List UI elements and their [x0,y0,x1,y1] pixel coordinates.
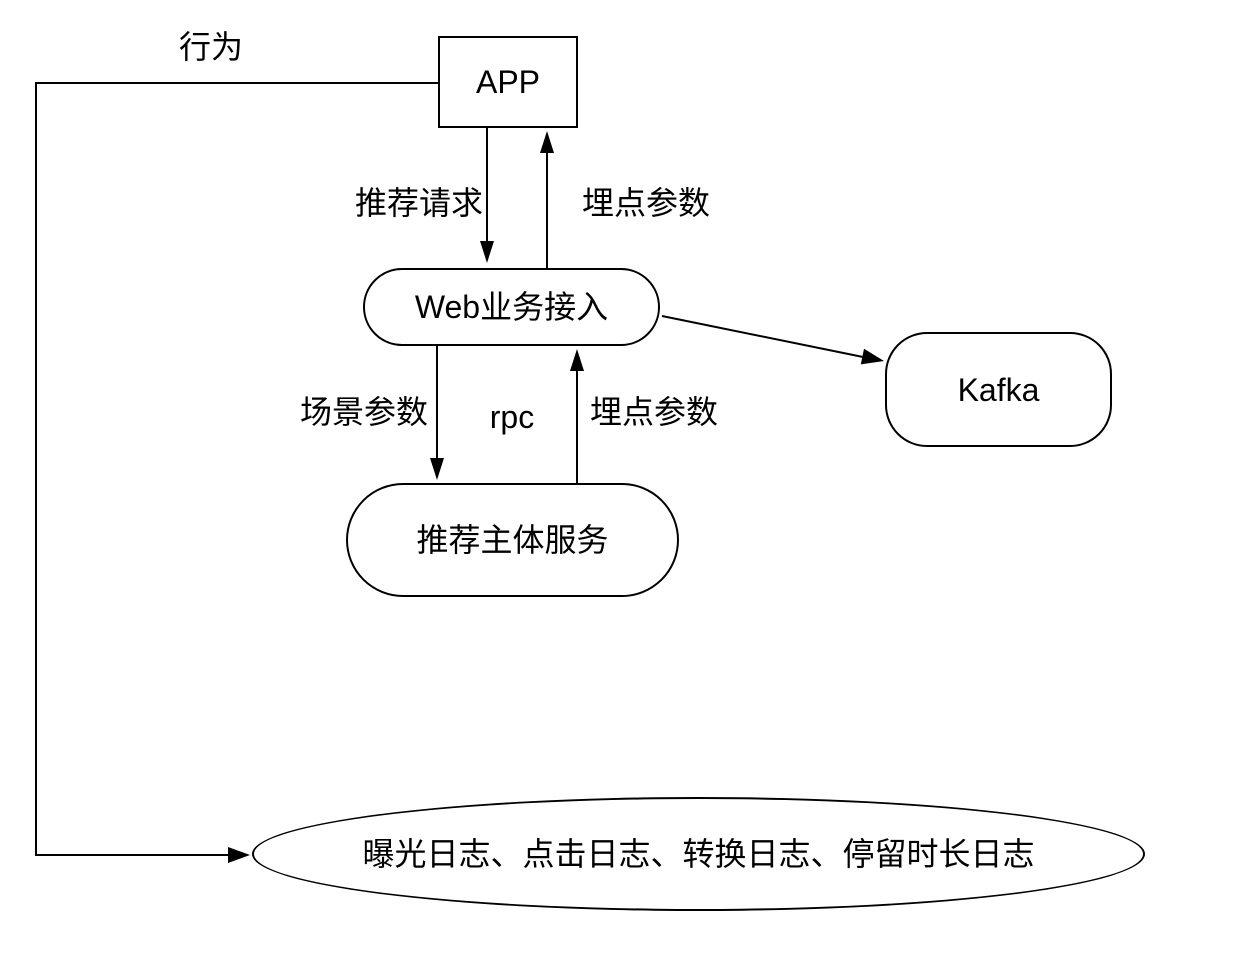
node-recommend-service: 推荐主体服务 [346,483,679,597]
edge-web-to-app-arrowhead [540,131,554,153]
edge-label-rpc: rpc [489,399,535,435]
node-recommend-service-label: 推荐主体服务 [416,522,609,558]
edge-label-recommend-request: 推荐请求 [354,185,484,221]
node-kafka: Kafka [885,332,1112,447]
edge-label-scene-params: 场景参数 [299,394,429,430]
edge-app-to-logs [35,82,438,856]
edge-label-behavior: 行为 [178,29,244,65]
node-app-label: APP [475,64,541,100]
node-web-gateway-label: Web业务接入 [414,289,609,325]
node-logs-label: 曝光日志、点击日志、转换日志、停留时长日志 [362,836,1035,872]
edge-rec-to-web-arrowhead [570,349,584,371]
edge-web-to-kafka [661,315,864,358]
edge-web-to-kafka-arrowhead [860,348,884,365]
edge-app-to-logs-arrowhead [228,847,250,863]
edge-app-to-web-arrowhead [480,241,494,263]
node-logs-ellipse: 曝光日志、点击日志、转换日志、停留时长日志 [252,797,1145,911]
edge-label-tracking-params-to-app: 埋点参数 [581,185,711,221]
node-kafka-label: Kafka [957,371,1040,408]
node-web-gateway: Web业务接入 [363,268,660,346]
edge-web-to-rec-arrowhead [430,458,444,480]
node-app: APP [438,36,578,128]
edge-label-tracking-params-to-web: 埋点参数 [589,394,719,430]
